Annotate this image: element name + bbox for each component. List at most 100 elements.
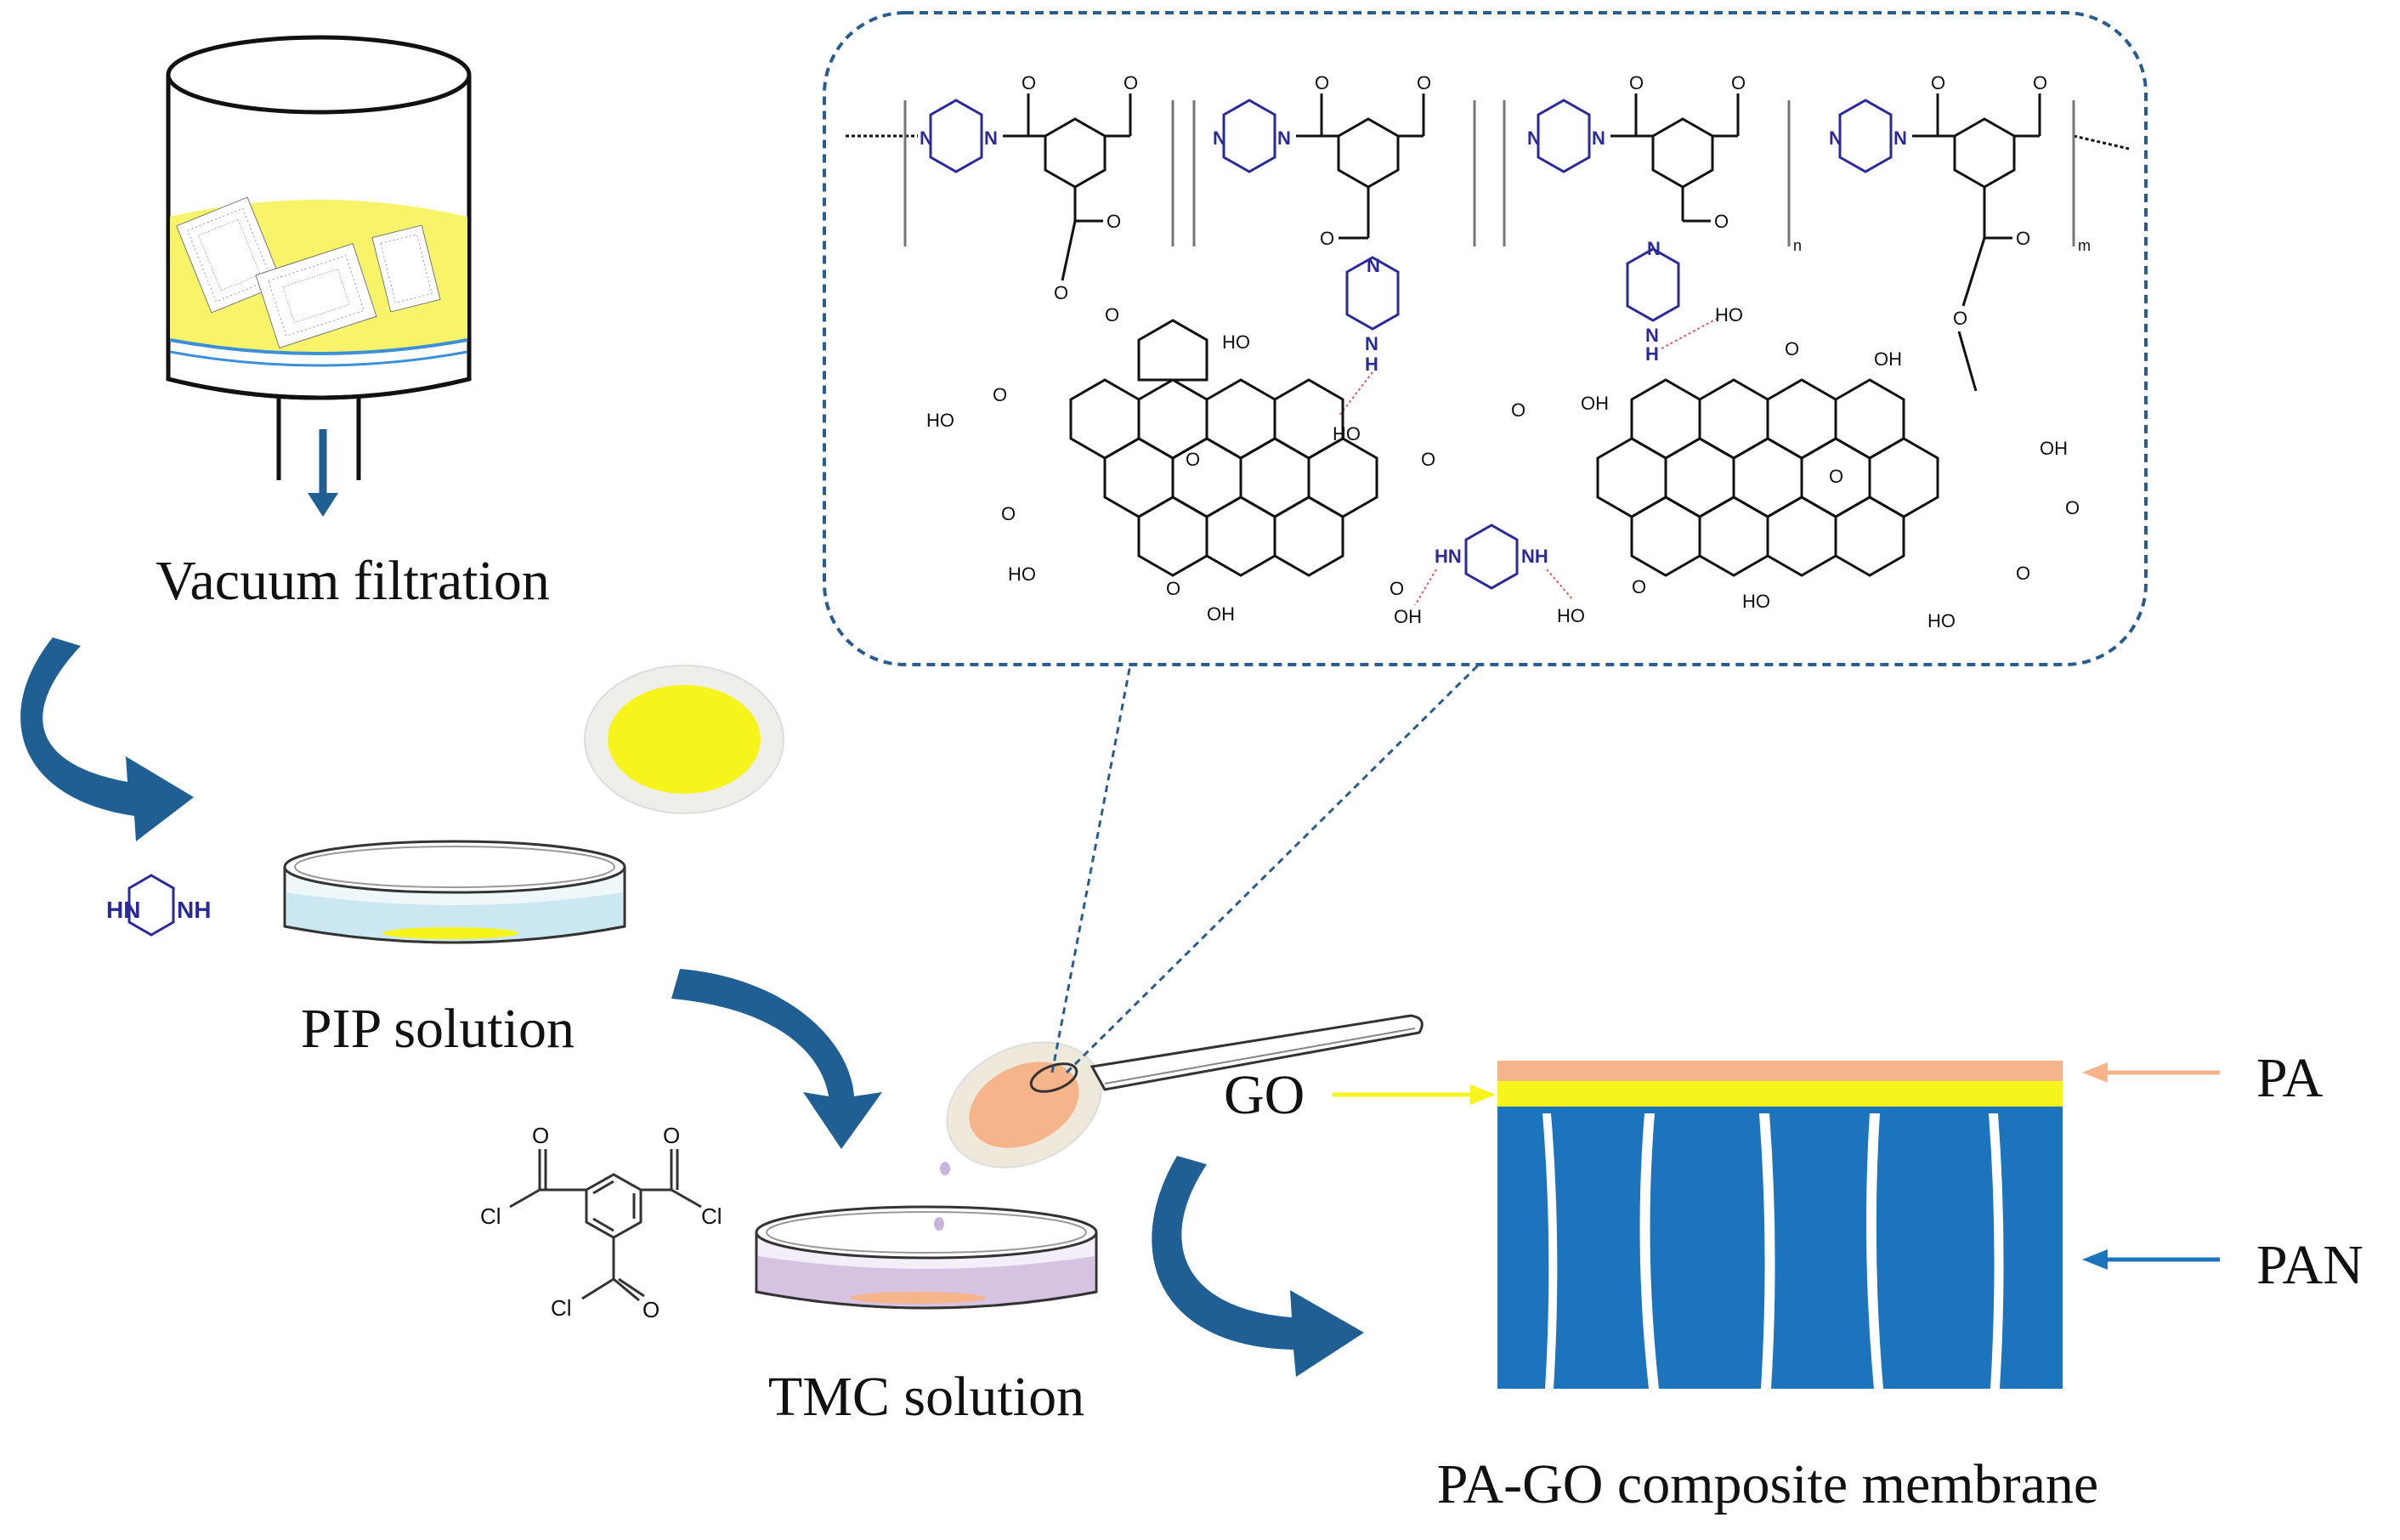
go-sheet	[255, 243, 377, 348]
svg-text:O: O	[1931, 72, 1945, 93]
svg-text:O: O	[2016, 563, 2030, 584]
svg-text:N: N	[920, 127, 933, 149]
svg-text:O: O	[1953, 308, 1967, 329]
curved-arrow-2	[671, 969, 882, 1149]
svg-text:O: O	[2065, 497, 2080, 518]
svg-text:HO: HO	[1557, 605, 1585, 626]
svg-text:O: O	[1714, 211, 1729, 232]
svg-text:HN: HN	[106, 897, 140, 923]
pip-petri-dish	[283, 840, 626, 944]
svg-text:HN: HN	[1435, 546, 1462, 567]
svg-text:O: O	[1166, 578, 1180, 599]
svg-text:HO: HO	[1008, 563, 1036, 585]
svg-text:N: N	[1213, 127, 1226, 149]
tmc-solution-label: TMC solution	[768, 1366, 1084, 1428]
graphene-oxide-sheet-right	[1596, 378, 1939, 577]
pa-layer	[1497, 1061, 2063, 1081]
svg-text:O: O	[2016, 228, 2030, 249]
svg-text:O: O	[1390, 578, 1404, 599]
svg-text:O: O	[1629, 72, 1644, 93]
membrane-with-tweezers	[946, 1014, 1424, 1169]
go-sheet	[176, 196, 283, 314]
svg-text:O: O	[663, 1123, 680, 1148]
svg-text:O: O	[1829, 466, 1843, 487]
svg-text:O: O	[1054, 282, 1068, 303]
svg-text:n: n	[1793, 237, 1802, 254]
graphene-oxide-sheet-left	[1069, 319, 1378, 577]
svg-text:N: N	[1365, 333, 1378, 354]
composite-membrane-cross-section	[1497, 1061, 2063, 1389]
repeat-unit: N N O O O O	[903, 72, 1175, 303]
tmc-petri-dish	[755, 1205, 1098, 1310]
svg-text:O: O	[2033, 72, 2047, 93]
repeat-unit: N N O O O O m	[1829, 72, 2091, 392]
filter-membrane	[169, 338, 468, 355]
filtration-down-arrow	[308, 429, 338, 517]
svg-text:O: O	[1511, 399, 1525, 421]
curved-arrow-1	[20, 637, 194, 841]
svg-text:Cl: Cl	[480, 1203, 501, 1229]
drop	[940, 1162, 950, 1175]
svg-text:NH: NH	[1521, 546, 1548, 567]
svg-text:N: N	[1647, 238, 1661, 259]
svg-text:N: N	[1367, 255, 1380, 276]
svg-text:O: O	[642, 1297, 659, 1322]
svg-text:O: O	[1105, 304, 1119, 326]
svg-text:N: N	[984, 127, 998, 149]
molecular-structure-callout	[823, 11, 2148, 666]
svg-text:N: N	[1893, 127, 1907, 149]
svg-text:HO: HO	[1715, 304, 1743, 326]
svg-text:O: O	[1785, 338, 1799, 360]
pan-label: PAN	[2256, 1234, 2363, 1296]
svg-text:N: N	[1645, 325, 1659, 346]
svg-text:OH: OH	[1394, 606, 1422, 627]
vacuum-filtration-funnel	[166, 35, 472, 480]
pan-pores	[1542, 1113, 2004, 1389]
svg-text:O: O	[532, 1123, 549, 1148]
svg-text:O: O	[1107, 211, 1121, 232]
svg-text:NH: NH	[177, 897, 211, 923]
linking-piperazine: HN NH	[1414, 524, 1573, 606]
svg-text:H: H	[1365, 354, 1378, 375]
svg-text:O: O	[1632, 576, 1646, 597]
svg-text:OH: OH	[1207, 603, 1235, 625]
svg-text:HO: HO	[1333, 423, 1361, 444]
svg-text:H: H	[1645, 343, 1659, 365]
tmc-molecule	[509, 1149, 702, 1302]
pa-label: PA	[2256, 1047, 2324, 1109]
piperazine-molecule: HN NH	[106, 874, 211, 937]
svg-text:m: m	[2078, 237, 2091, 254]
svg-text:HO: HO	[1742, 591, 1770, 612]
pan-arrow	[2082, 1249, 2220, 1270]
svg-text:O: O	[1315, 72, 1329, 93]
svg-text:OH: OH	[1874, 348, 1902, 370]
svg-text:OH: OH	[1581, 393, 1609, 414]
svg-text:N: N	[1592, 127, 1605, 149]
svg-text:HO: HO	[1222, 331, 1250, 353]
go-layer	[1497, 1081, 2063, 1107]
svg-text:O: O	[1417, 72, 1431, 93]
curved-arrow-3	[1152, 1156, 1364, 1377]
svg-text:O: O	[1731, 72, 1746, 93]
svg-text:N: N	[1829, 127, 1842, 149]
go-label: GO	[1224, 1064, 1305, 1126]
polyamide-go-structure: N N O O O O N N O	[846, 72, 2130, 631]
svg-text:Cl: Cl	[701, 1203, 722, 1229]
go-membrane-in-pip	[382, 927, 518, 939]
zoom-region-marker	[1029, 1062, 1078, 1093]
pa-arrow	[2082, 1062, 2220, 1083]
repeat-unit: N N O O O N N H	[1192, 72, 1476, 417]
svg-text:O: O	[1421, 449, 1435, 470]
zoom-lines	[1050, 663, 1480, 1074]
svg-text:O: O	[1001, 503, 1016, 524]
svg-text:HO: HO	[926, 410, 954, 431]
vacuum-filtration-label: Vacuum filtration	[156, 550, 550, 612]
svg-text:O: O	[1124, 72, 1138, 93]
drop	[934, 1217, 944, 1231]
composite-membrane-label: PA-GO composite membrane	[1437, 1453, 2098, 1515]
repeat-unit: N N O O O N N H n	[1503, 72, 1802, 365]
go-arrow	[1333, 1084, 1496, 1105]
svg-text:OH: OH	[2040, 438, 2068, 459]
pan-support-layer	[1497, 1107, 2063, 1389]
